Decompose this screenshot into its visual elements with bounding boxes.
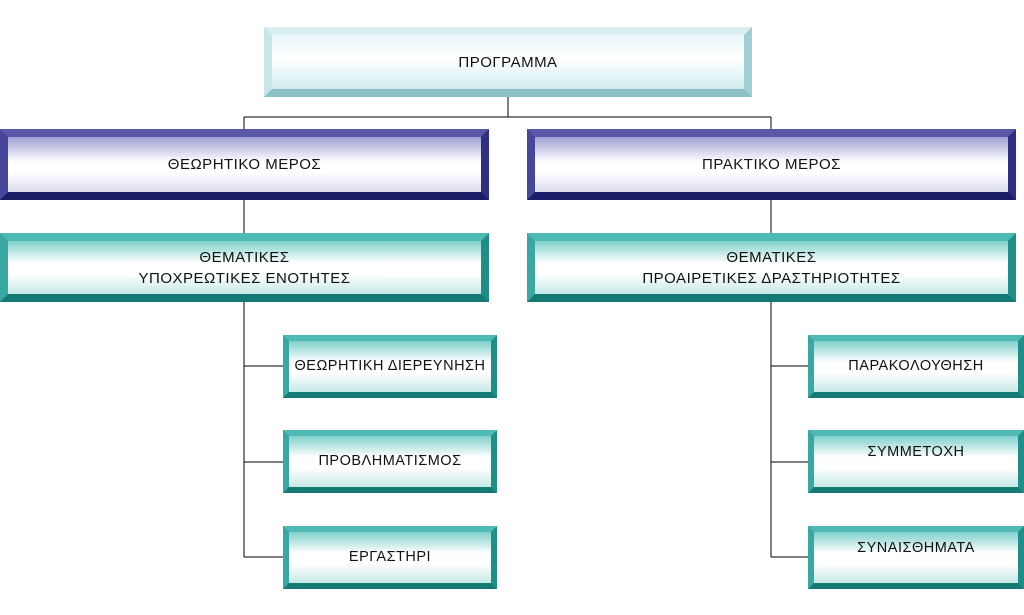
node-root: ΠΡΟΓΡΑΜΜΑ [264,27,752,97]
node-practice-item: ΣΥΝΑΙΣΘΗΜΑΤΑ [808,526,1024,589]
node-practice-sub-label: ΘΕΜΑΤΙΚΕΣ ΠΡΟΑΙΡΕΤΙΚΕΣ ΔΡΑΣΤΗΡΙΟΤΗΤΕΣ [642,248,901,287]
node-practice-item: ΣΥΜΜΕΤΟΧΗ [808,430,1024,493]
node-theory-item: ΕΡΓΑΣΤΗΡΙ [283,526,497,589]
node-practice: ΠΡΑΚΤΙΚΟ ΜΕΡΟΣ [527,129,1016,200]
node-practice-sub: ΘΕΜΑΤΙΚΕΣ ΠΡΟΑΙΡΕΤΙΚΕΣ ΔΡΑΣΤΗΡΙΟΤΗΤΕΣ [527,233,1016,302]
node-practice-label: ΠΡΑΚΤΙΚΟ ΜΕΡΟΣ [702,156,841,173]
node-practice-item-label: ΠΑΡΑΚΟΛΟΥΘΗΣΗ [848,358,984,374]
node-theory-sub: ΘΕΜΑΤΙΚΕΣ ΥΠΟΧΡΕΩΤΙΚΕΣ ΕΝΟΤΗΤΕΣ [0,233,489,302]
node-theory-item-label: ΠΡΟΒΛΗΜΑΤΙΣΜΟΣ [318,453,462,469]
node-theory-item: ΠΡΟΒΛΗΜΑΤΙΣΜΟΣ [283,430,497,493]
node-theory-label: ΘΕΩΡΗΤΙΚΟ ΜΕΡΟΣ [167,156,322,173]
node-theory-item-label: ΘΕΩΡΗΤΙΚΗ ΔΙΕΡΕΥΝΗΣΗ [294,358,486,374]
node-practice-item: ΠΑΡΑΚΟΛΟΥΘΗΣΗ [808,335,1024,398]
node-practice-item-label: ΣΥΝΑΙΣΘΗΜΑΤΑ [857,540,975,556]
node-practice-item-label: ΣΥΜΜΕΤΟΧΗ [867,444,965,460]
node-root-label: ΠΡΟΓΡΑΜΜΑ [458,53,558,71]
node-theory-sub-label: ΘΕΜΑΤΙΚΕΣ ΥΠΟΧΡΕΩΤΙΚΕΣ ΕΝΟΤΗΤΕΣ [138,248,351,287]
node-theory: ΘΕΩΡΗΤΙΚΟ ΜΕΡΟΣ [0,129,489,200]
node-theory-item: ΘΕΩΡΗΤΙΚΗ ΔΙΕΡΕΥΝΗΣΗ [283,335,497,398]
node-theory-item-label: ΕΡΓΑΣΤΗΡΙ [348,549,432,565]
